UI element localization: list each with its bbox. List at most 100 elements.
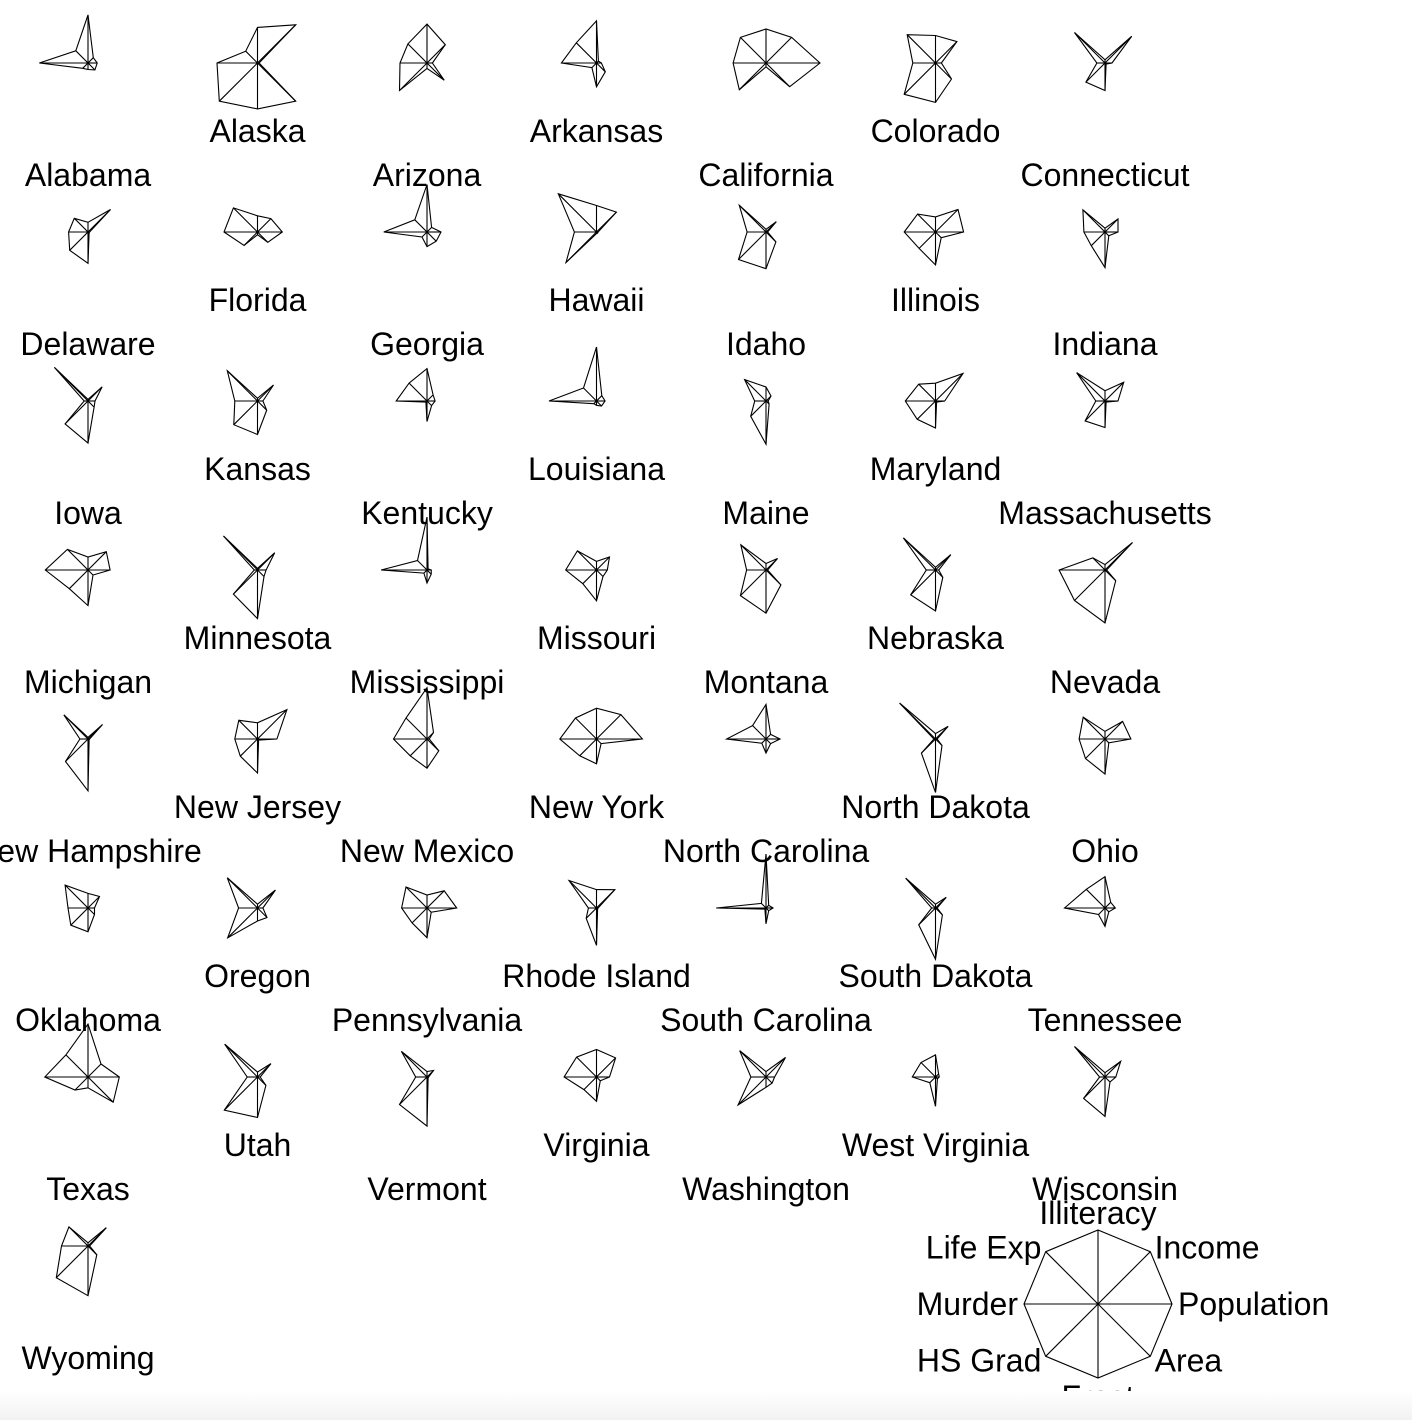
state-label-indiana: Indiana xyxy=(1053,326,1158,362)
star-missouri-ray-area xyxy=(596,569,604,577)
star-kansas-ray-hs-grad xyxy=(233,400,258,426)
star-michigan-outline xyxy=(44,548,111,607)
star-new-jersey: New Jersey xyxy=(174,708,341,825)
key-label-area: Area xyxy=(1155,1343,1223,1379)
star-oregon-ray-area xyxy=(257,907,268,918)
star-washington-ray-hs-grad xyxy=(737,1076,767,1106)
state-label-california: California xyxy=(698,157,833,193)
star-maine-ray-hs-grad xyxy=(750,400,767,417)
star-vermont-outline xyxy=(398,1050,435,1128)
state-label-wyoming: Wyoming xyxy=(21,1340,154,1376)
star-minnesota: Minnesota xyxy=(184,535,332,656)
star-north-carolina-ray-life-exp xyxy=(752,725,767,740)
state-label-new-hampshire: New Hampshire xyxy=(0,833,202,869)
star-connecticut-ray-hs-grad xyxy=(1085,62,1106,83)
star-missouri-outline xyxy=(564,550,611,602)
star-virginia: Virginia xyxy=(543,1048,650,1163)
star-north-carolina-ray-income xyxy=(765,734,771,740)
state-label-vermont: Vermont xyxy=(367,1171,486,1207)
star-georgia: Georgia xyxy=(370,184,484,362)
star-delaware-ray-hs-grad xyxy=(69,231,89,251)
star-alabama-ray-area xyxy=(87,62,96,71)
state-label-tennessee: Tennessee xyxy=(1028,1002,1183,1038)
state-label-georgia: Georgia xyxy=(370,326,484,362)
star-oklahoma-ray-hs-grad xyxy=(70,907,89,926)
star-rhode-island-outline xyxy=(567,879,617,946)
star-utah-outline xyxy=(223,1043,272,1119)
star-texas-ray-hs-grad xyxy=(74,1076,89,1091)
star-iowa-ray-area xyxy=(87,400,95,408)
state-label-kansas: Kansas xyxy=(204,451,311,487)
star-new-york-ray-hs-grad xyxy=(579,738,597,757)
key-label-illiteracy: Illiteracy xyxy=(1039,1195,1156,1231)
star-texas-outline xyxy=(43,1022,120,1104)
star-arkansas-outline xyxy=(560,19,606,89)
star-colorado-ray-hs-grad xyxy=(903,62,936,95)
star-idaho: Idaho xyxy=(726,203,806,362)
star-new-jersey-ray-income xyxy=(257,709,288,740)
state-label-virginia: Virginia xyxy=(543,1127,649,1163)
star-rhode-island-ray-life-exp xyxy=(568,880,597,909)
star-west-virginia: West Virginia xyxy=(842,1054,1029,1163)
star-missouri-ray-income xyxy=(596,556,610,571)
star-kentucky: Kentucky xyxy=(361,367,493,531)
star-utah: Utah xyxy=(223,1043,291,1163)
star-rhode-island-ray-hs-grad xyxy=(585,907,597,919)
star-illinois-ray-income xyxy=(935,209,959,233)
star-west-virginia-ray-life-exp xyxy=(920,1062,936,1078)
star-new-mexico-ray-life-exp xyxy=(405,717,428,740)
star-new-york: New York xyxy=(529,707,665,825)
star-louisiana-ray-area xyxy=(596,400,602,407)
state-label-alabama: Alabama xyxy=(25,157,152,193)
star-kansas-ray-area xyxy=(257,400,268,411)
star-georgia-outline xyxy=(383,184,442,248)
star-kentucky-ray-area xyxy=(426,400,432,406)
state-label-maine: Maine xyxy=(722,495,809,531)
star-nevada: Nevada xyxy=(1050,542,1160,700)
state-label-new-jersey: New Jersey xyxy=(174,789,341,825)
star-wisconsin-ray-hs-grad xyxy=(1083,1076,1106,1099)
star-michigan-ray-income xyxy=(87,551,107,571)
star-arizona-ray-hs-grad xyxy=(399,62,428,91)
star-utah-ray-hs-grad xyxy=(223,1076,258,1111)
star-georgia-ray-income xyxy=(426,227,432,233)
star-louisiana-outline xyxy=(548,346,606,407)
star-kansas: Kansas xyxy=(204,369,311,487)
star-illinois-ray-hs-grad xyxy=(918,231,936,249)
star-alabama-ray-hs-grad xyxy=(82,62,89,69)
star-massachusetts-ray-hs-grad xyxy=(1084,400,1106,422)
star-south-carolina-ray-life-exp xyxy=(761,903,767,909)
star-mississippi: Mississippi xyxy=(350,516,504,700)
state-label-florida: Florida xyxy=(209,282,307,318)
star-wisconsin-ray-income xyxy=(1104,1060,1122,1078)
star-tennessee-outline xyxy=(1063,875,1117,928)
star-indiana-ray-hs-grad xyxy=(1090,231,1106,247)
star-west-virginia-ray-hs-grad xyxy=(929,1076,936,1084)
star-alabama-outline xyxy=(39,14,98,71)
state-label-new-york: New York xyxy=(529,789,665,825)
star-tennessee-ray-hs-grad xyxy=(1098,907,1106,915)
star-colorado-ray-life-exp xyxy=(906,34,936,64)
state-label-pennsylvania: Pennsylvania xyxy=(332,1002,523,1038)
star-washington: Washington xyxy=(682,1050,850,1207)
star-new-mexico-outline xyxy=(392,686,440,769)
star-north-dakota: North Dakota xyxy=(841,702,1030,825)
star-california: California xyxy=(698,28,834,193)
star-arizona-ray-income xyxy=(426,44,446,64)
star-south-carolina-ray-area xyxy=(765,907,770,912)
star-delaware-ray-life-exp xyxy=(73,217,89,233)
star-texas-ray-life-exp xyxy=(65,1054,89,1078)
star-minnesota-outline xyxy=(223,535,276,620)
state-label-washington: Washington xyxy=(682,1171,850,1207)
star-illinois-ray-life-exp xyxy=(917,213,936,233)
star-new-york-outline xyxy=(559,707,644,765)
star-california-outline xyxy=(732,28,821,91)
star-idaho-outline xyxy=(737,203,777,270)
state-label-louisiana: Louisiana xyxy=(528,451,665,487)
key-star-ray-income xyxy=(1097,1251,1151,1305)
star-montana-outline xyxy=(739,543,782,615)
state-label-illinois: Illinois xyxy=(891,282,980,318)
state-label-wisconsin: Wisconsin xyxy=(1032,1171,1178,1207)
star-vermont-ray-life-exp xyxy=(401,1051,428,1078)
